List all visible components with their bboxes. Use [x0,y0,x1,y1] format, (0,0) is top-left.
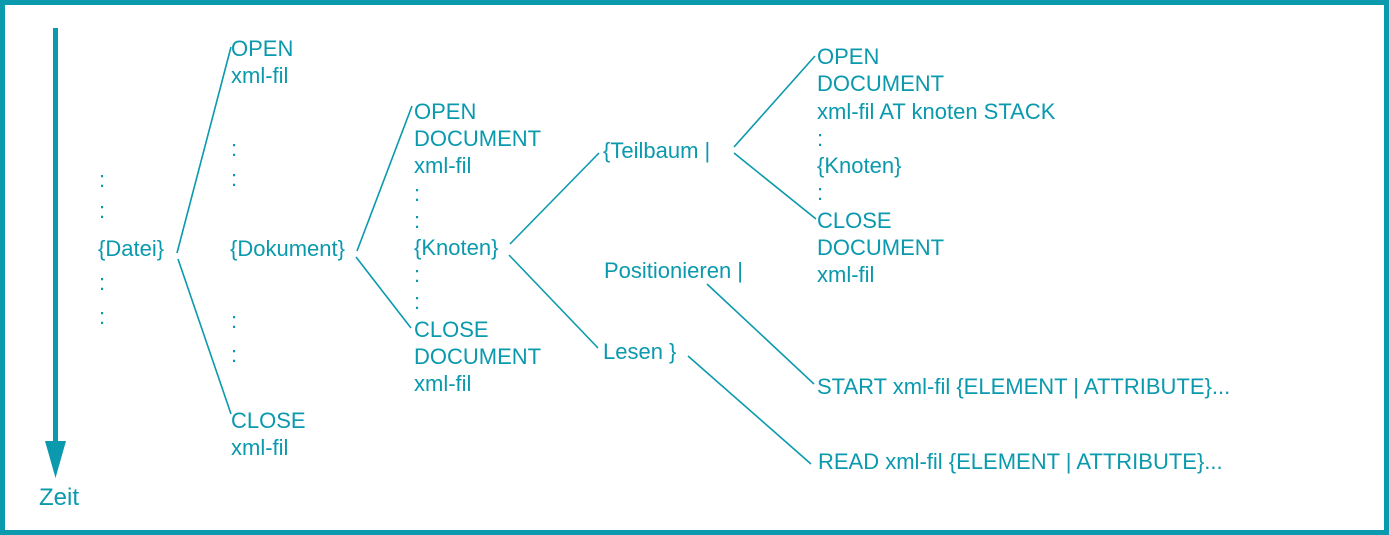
text-line: CLOSE [231,408,306,433]
connector-datei-to-close [177,258,232,415]
text-line: : [231,166,238,191]
text-line: : [414,289,421,315]
text-line: DOCUMENT [414,126,542,152]
lesen-branch-label: Lesen } [603,339,677,364]
connector-knoten-to-teilbaum [509,152,600,245]
teilbaum-branch-label: {Teilbaum | [603,138,711,163]
datei-ellipsis-above: :: [99,164,105,226]
time-arrow-head [45,441,66,478]
text-line: DOCUMENT [817,71,945,97]
text-line: : [817,125,824,151]
text-line: : [231,308,238,333]
positionieren-branch-label: Positionieren | [604,258,744,283]
connector-positionieren-to-start [706,283,815,385]
connector-teilbaum-to-open [733,55,816,148]
connector-dokument-to-open [356,105,413,252]
connector-lesen-to-read [687,355,812,465]
text-line: xml-fil [231,435,289,460]
text-line: : [817,180,824,206]
text-line: CLOSE [414,316,489,342]
connector-datei-to-open [176,46,232,254]
dokument-node-label: {Dokument} [230,236,345,261]
text-line: xml-fil [817,262,875,288]
datei-node-label: {Datei} [98,236,165,261]
text-line: : [99,270,106,295]
text-line: : [99,167,106,192]
connector-knoten-to-lesen [508,254,599,349]
text-line: : [414,207,421,233]
connector-teilbaum-to-close [733,152,817,220]
text-line: : [99,304,106,329]
text-line: xml-fil [414,153,472,179]
text-line: : [414,180,421,206]
text-line: OPEN [414,99,477,124]
text-line: : [414,262,421,288]
text-line: : [231,342,238,367]
text-line: CLOSE [817,207,892,233]
text-line: DOCUMENT [817,235,945,261]
text-line: : [99,198,106,223]
dokument-ellipsis-below: :: [231,304,237,372]
connector-dokument-to-close [355,256,412,329]
text-line: DOCUMENT [414,343,542,369]
time-axis-label: Zeit [39,484,80,511]
dokument-ellipsis-above: :: [231,134,237,194]
text-line: xml-fil AT knoten STACK [817,98,1056,124]
text-line: OPEN [231,36,294,61]
text-line: xml-fil [231,63,289,88]
start-statement: START xml-fil {ELEMENT | ATTRIBUTE}... [817,374,1231,399]
read-statement: READ xml-fil {ELEMENT | ATTRIBUTE}... [818,449,1223,474]
text-line: xml-fil [414,371,472,397]
text-line: : [231,136,238,161]
text-line: OPEN [817,44,880,69]
text-line: {Knoten} [817,153,902,179]
text-line: {Knoten} [414,235,499,261]
datei-ellipsis-below: :: [99,266,105,334]
